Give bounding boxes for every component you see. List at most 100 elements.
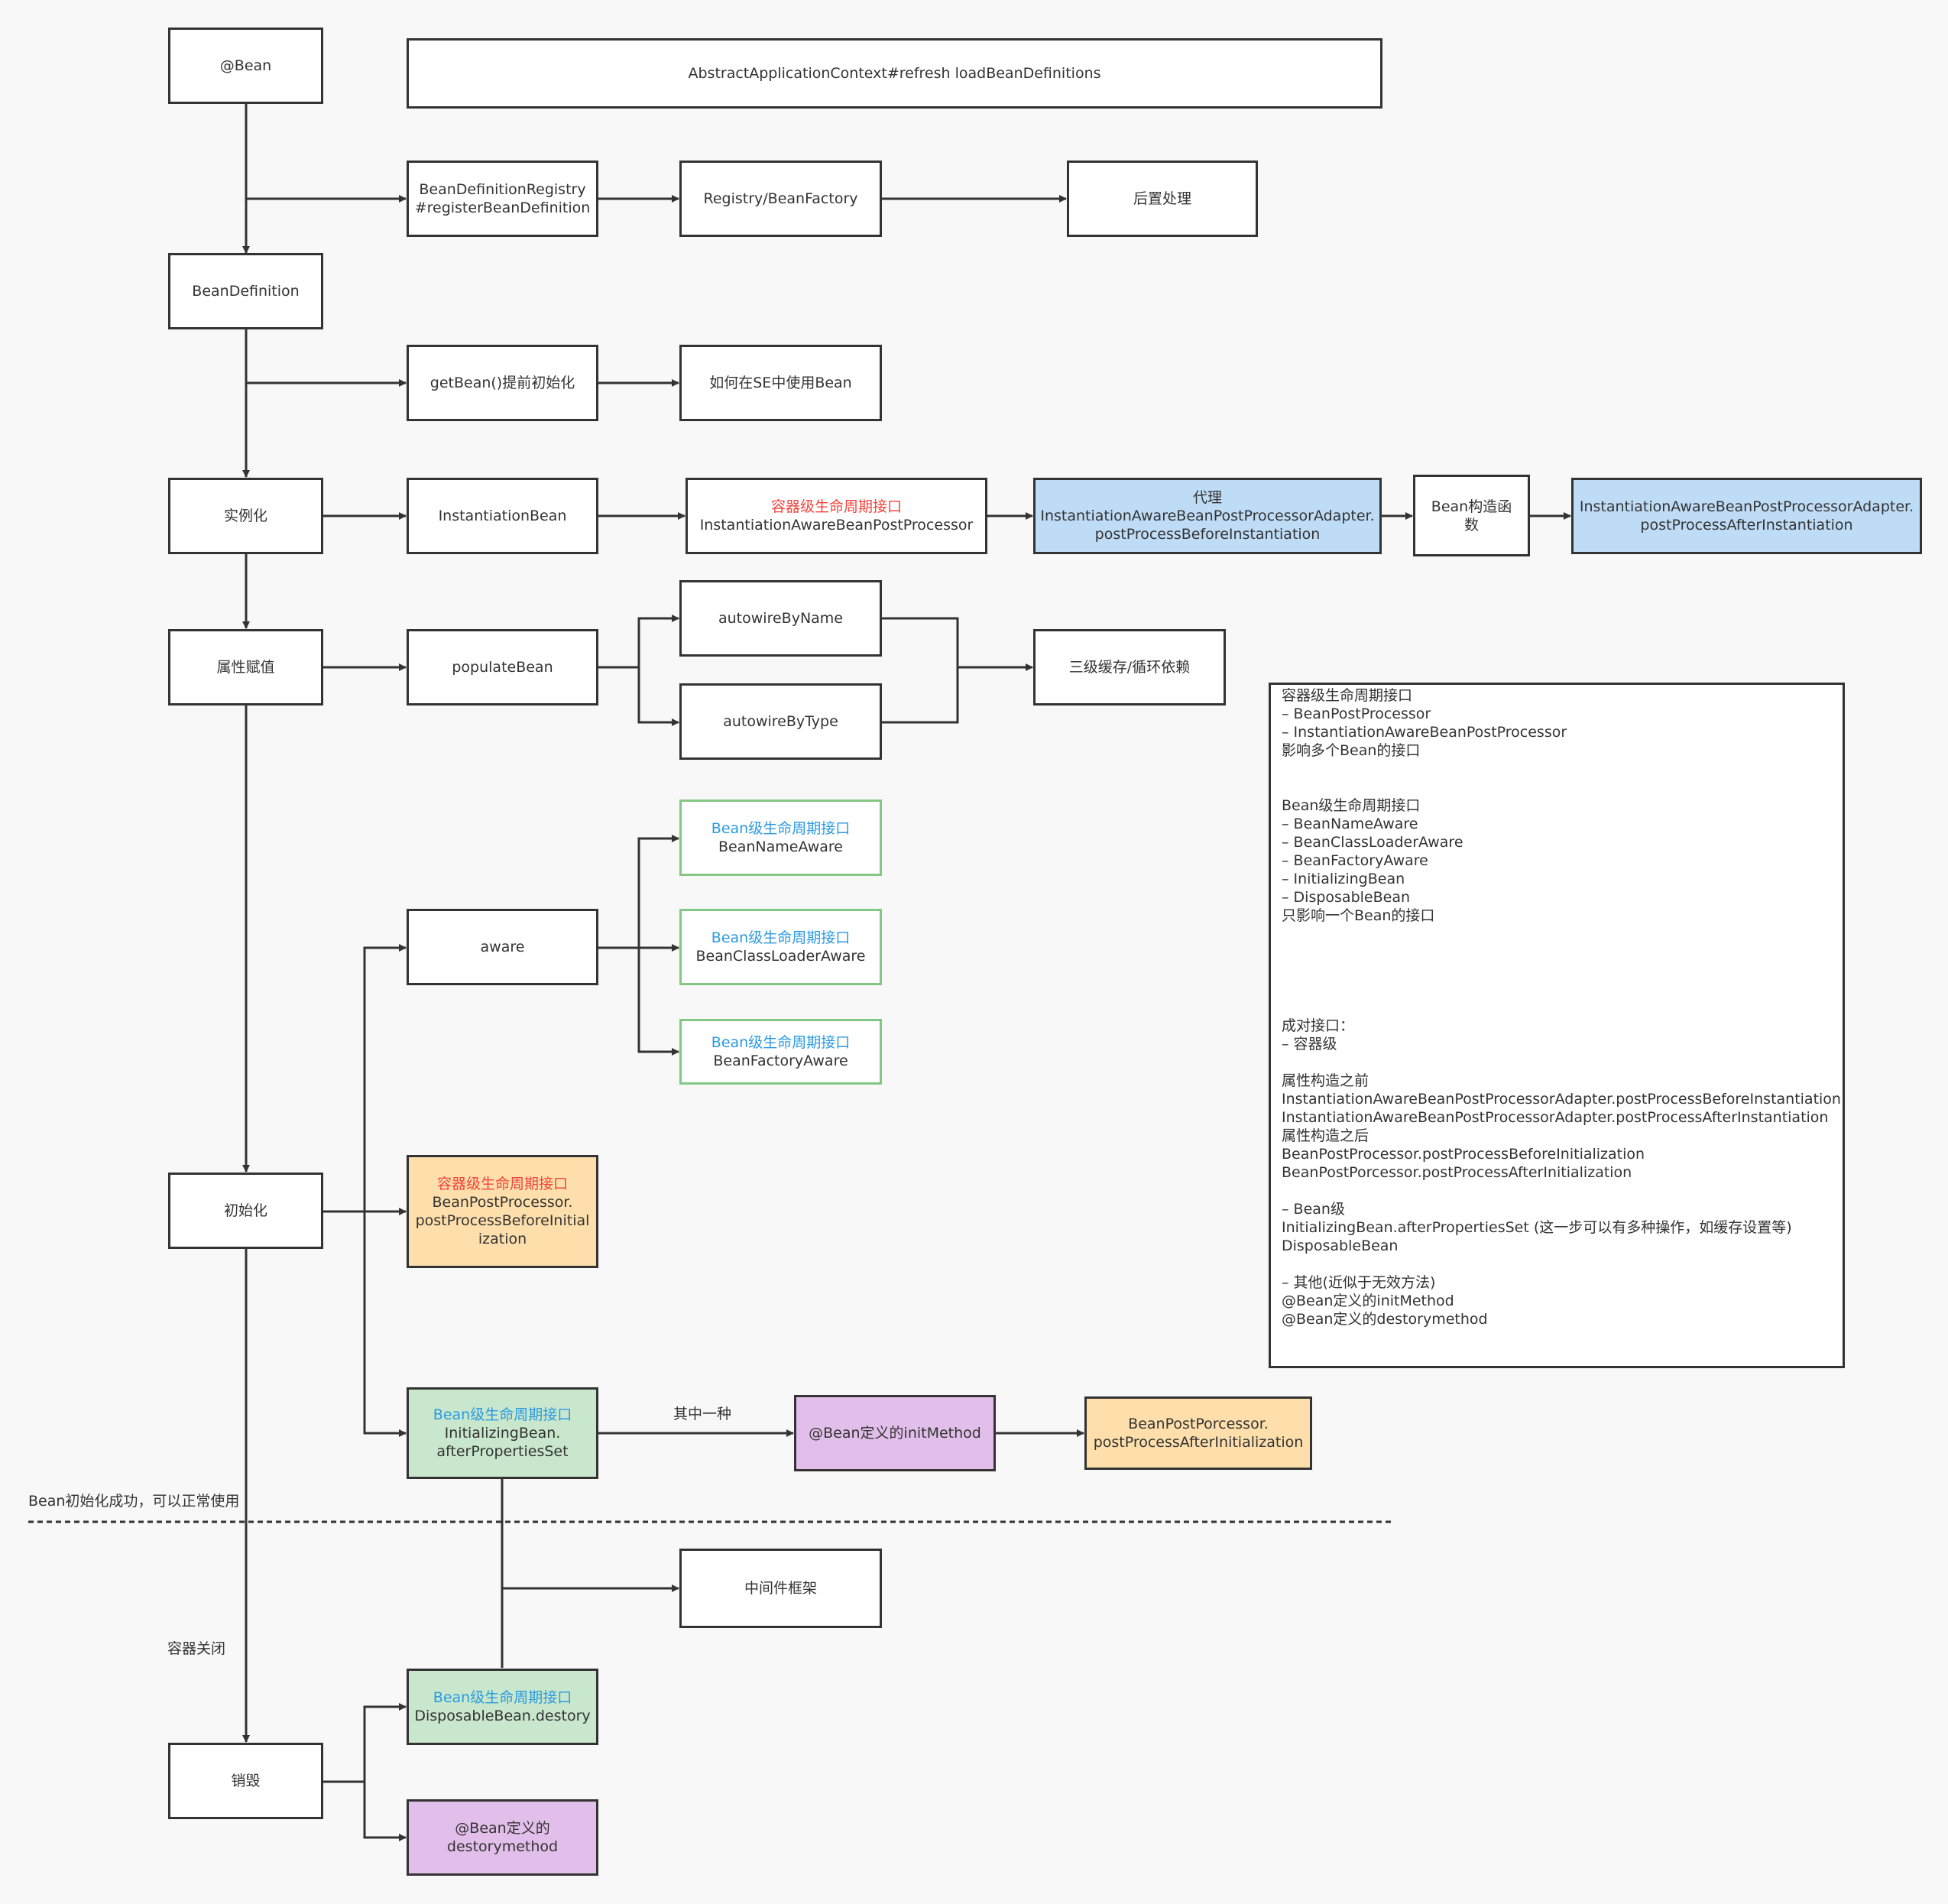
- disposable-label: DisposableBean.destory: [414, 1708, 591, 1724]
- bean-classloader-aware-tag: Bean级生命周期接口: [711, 929, 851, 946]
- registry-factory-label: Registry/BeanFactory: [703, 190, 858, 207]
- bean-definition-node[interactable]: BeanDefinition: [168, 253, 323, 329]
- registry-factory-node[interactable]: Registry/BeanFactory: [679, 161, 882, 237]
- populate-bean-node[interactable]: populateBean: [407, 629, 598, 705]
- bean-name-aware-node[interactable]: Bean级生命周期接口 BeanNameAware: [679, 800, 882, 876]
- getbean-node[interactable]: getBean()提前初始化: [407, 345, 598, 421]
- before-instantiation-line1: InstantiationAwareBeanPostProcessorAdapt…: [1040, 508, 1375, 524]
- bpp-before-label: BeanPostProcessor. postProcessBeforeInit…: [415, 1194, 590, 1247]
- destroy-method-line2: destorymethod: [446, 1838, 559, 1855]
- iabpp-label: InstantiationAwareBeanPostProcessor: [699, 517, 974, 534]
- bean-classloader-aware-label: BeanClassLoaderAware: [695, 948, 866, 965]
- arrow-autowire-to-cache: [881, 617, 1032, 724]
- note-line: [1282, 1255, 1832, 1273]
- note-line: – BeanClassLoaderAware: [1282, 834, 1463, 851]
- note-line: – BeanFactoryAware: [1282, 852, 1428, 869]
- note-line: – BeanNameAware: [1282, 816, 1418, 832]
- post-process-node[interactable]: 后置处理: [1067, 161, 1258, 237]
- note-line: [1282, 778, 1832, 796]
- arrow-aware-to-name: [598, 835, 679, 949]
- iabpp-container-tag: 容器级生命周期接口: [770, 498, 902, 515]
- note-line: 容器级生命周期接口: [1282, 687, 1413, 704]
- middleware-node[interactable]: 中间件框架: [679, 1549, 882, 1628]
- destroy-method-node[interactable]: @Bean定义的 destorymethod: [407, 1799, 598, 1876]
- arrow-populate-to-bytype: [637, 667, 679, 726]
- destroy-node[interactable]: 销毁: [168, 1743, 323, 1819]
- arrow-populate-to-byname: [598, 615, 679, 669]
- se-bean-label: 如何在SE中使用Bean: [709, 375, 852, 391]
- instantiate-node[interactable]: 实例化: [168, 478, 323, 554]
- note-line: – InstantiationAwareBeanPostProcessor: [1282, 724, 1567, 741]
- after-instantiation-node[interactable]: InstantiationAwareBeanPostProcessorAdapt…: [1571, 478, 1922, 554]
- disposable-node[interactable]: Bean级生命周期接口 DisposableBean.destory: [407, 1669, 598, 1745]
- autowire-by-type-label: autowireByType: [723, 713, 838, 730]
- note-line: InstantiationAwareBeanPostProcessorAdapt…: [1282, 1091, 1841, 1108]
- populate-node[interactable]: 属性赋值: [168, 629, 323, 705]
- note-line: BeanPostProcessor.postProcessBeforeIniti…: [1282, 1146, 1645, 1163]
- arrow-init-to-aware: [363, 944, 407, 1211]
- note-line: 成对接口：: [1282, 1017, 1355, 1034]
- bpp-after-node[interactable]: BeanPostPorcessor. postProcessAfterIniti…: [1084, 1396, 1312, 1470]
- constructor-label: Bean构造函数: [1431, 498, 1512, 534]
- note-line: [1282, 925, 1832, 943]
- initializing-bean-node[interactable]: Bean级生命周期接口 InitializingBean. afterPrope…: [407, 1387, 598, 1479]
- note-line: InitializingBean.afterPropertiesSet (这一步…: [1282, 1219, 1792, 1236]
- bpp-before-tag: 容器级生命周期接口: [436, 1176, 568, 1192]
- init-label: 初始化: [223, 1202, 267, 1219]
- note-line: Bean级生命周期接口: [1282, 797, 1421, 814]
- aware-node[interactable]: aware: [407, 909, 598, 985]
- constructor-node[interactable]: Bean构造函数: [1413, 475, 1530, 556]
- bean-factory-aware-label: BeanFactoryAware: [713, 1053, 848, 1069]
- init-method-label: @Bean定义的initMethod: [809, 1425, 981, 1442]
- init-node[interactable]: 初始化: [168, 1173, 323, 1249]
- autowire-by-name-label: autowireByName: [718, 610, 843, 627]
- bpp-before-node[interactable]: 容器级生命周期接口 BeanPostProcessor. postProcess…: [407, 1155, 598, 1268]
- registry-label-line2: #registerBeanDefinition: [414, 199, 591, 216]
- cache-label: 三级缓存/循环依赖: [1068, 659, 1191, 676]
- note-line: BeanPostPorcessor.postProcessAfterInitia…: [1282, 1164, 1632, 1181]
- bean-factory-aware-node[interactable]: Bean级生命周期接口 BeanFactoryAware: [679, 1019, 882, 1085]
- arrow-destroy-to-destroymethod: [363, 1782, 407, 1841]
- iabpp-node[interactable]: 容器级生命周期接口 InstantiationAwareBeanPostProc…: [686, 478, 987, 554]
- bean-annotation-node[interactable]: @Bean: [168, 28, 323, 104]
- after-instantiation-line2: postProcessAfterInstantiation: [1640, 517, 1853, 534]
- bean-classloader-aware-node[interactable]: Bean级生命周期接口 BeanClassLoaderAware: [679, 909, 882, 985]
- note-line: [1282, 760, 1832, 778]
- note-line: – DisposableBean: [1282, 889, 1411, 906]
- note-line: [1282, 998, 1832, 1017]
- note-line: – 容器级: [1282, 1036, 1337, 1053]
- initializing-bean-line1: InitializingBean.: [444, 1425, 561, 1442]
- arrow-init-to-initbean: [363, 1211, 407, 1437]
- refresh-node[interactable]: AbstractApplicationContext#refresh loadB…: [407, 38, 1382, 109]
- registry-node[interactable]: BeanDefinitionRegistry #registerBeanDefi…: [407, 161, 598, 237]
- se-bean-node[interactable]: 如何在SE中使用Bean: [679, 345, 882, 421]
- bean-name-aware-tag: Bean级生命周期接口: [711, 820, 851, 837]
- note-line: – InitializingBean: [1282, 871, 1405, 887]
- autowire-by-type-node[interactable]: autowireByType: [679, 683, 882, 760]
- note-line: – BeanPostProcessor: [1282, 705, 1431, 722]
- before-instantiation-node[interactable]: 代理 InstantiationAwareBeanPostProcessorAd…: [1033, 478, 1382, 554]
- populate-label: 属性赋值: [216, 659, 275, 676]
- note-line: @Bean定义的destorymethod: [1282, 1311, 1488, 1328]
- note-line: InstantiationAwareBeanPostProcessorAdapt…: [1282, 1109, 1829, 1126]
- bean-factory-aware-tag: Bean级生命周期接口: [711, 1034, 851, 1051]
- cache-node[interactable]: 三级缓存/循环依赖: [1033, 629, 1226, 705]
- notes-panel: 容器级生命周期接口 – BeanPostProcessor – Instanti…: [1269, 683, 1845, 1368]
- post-process-label: 后置处理: [1133, 190, 1191, 207]
- initializing-bean-tag: Bean级生命周期接口: [433, 1406, 572, 1423]
- note-line: [1282, 962, 1832, 980]
- arrow-initbean-to-middleware: [501, 1478, 679, 1592]
- instantiation-bean-node[interactable]: InstantiationBean: [407, 478, 598, 554]
- bpp-after-line2: postProcessAfterInitialization: [1093, 1434, 1304, 1451]
- note-line: [1282, 1053, 1832, 1072]
- aware-label: aware: [480, 939, 525, 955]
- destroy-label: 销毁: [231, 1773, 261, 1789]
- init-method-node[interactable]: @Bean定义的initMethod: [794, 1395, 996, 1471]
- autowire-by-name-node[interactable]: autowireByName: [679, 580, 882, 657]
- before-instantiation-line2: postProcessBeforeInstantiation: [1094, 526, 1321, 543]
- note-line: – 其他(近似于无效方法): [1282, 1274, 1436, 1291]
- instantiation-bean-label: InstantiationBean: [438, 508, 567, 524]
- note-line: 属性构造之前: [1282, 1072, 1369, 1089]
- proxy-label: 代理: [1192, 489, 1222, 506]
- refresh-label: AbstractApplicationContext#refresh loadB…: [688, 65, 1101, 82]
